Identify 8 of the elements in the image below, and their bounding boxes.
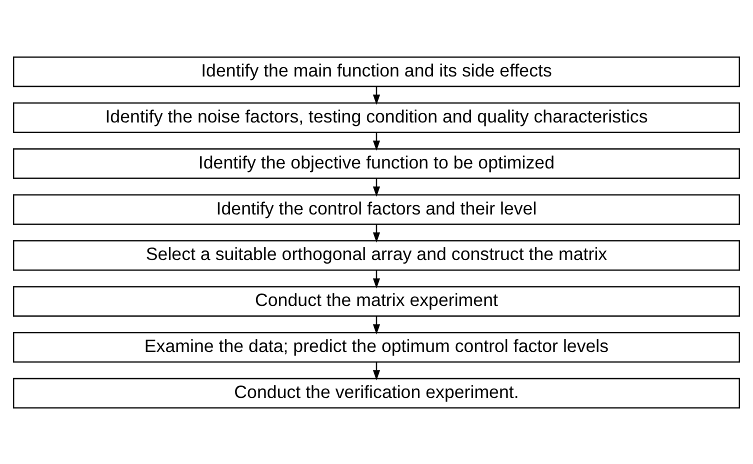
node-box: Identify the noise factors, testing condition and quality characteristics	[12, 102, 740, 132]
node-box: Identify the control factors and their level	[12, 194, 740, 224]
node-box: Select a suitable orthogonal array and construct the matrix	[12, 240, 740, 270]
node-box: Examine the data; predict the optimum control factor levels	[12, 332, 740, 362]
node-box: Conduct the matrix experiment	[12, 286, 740, 316]
node-box: Identify the objective function to be optimized	[12, 148, 740, 178]
node-box: Identify the main function and its side effects	[12, 56, 740, 87]
node-box: Conduct the verification experiment.	[12, 377, 740, 408]
